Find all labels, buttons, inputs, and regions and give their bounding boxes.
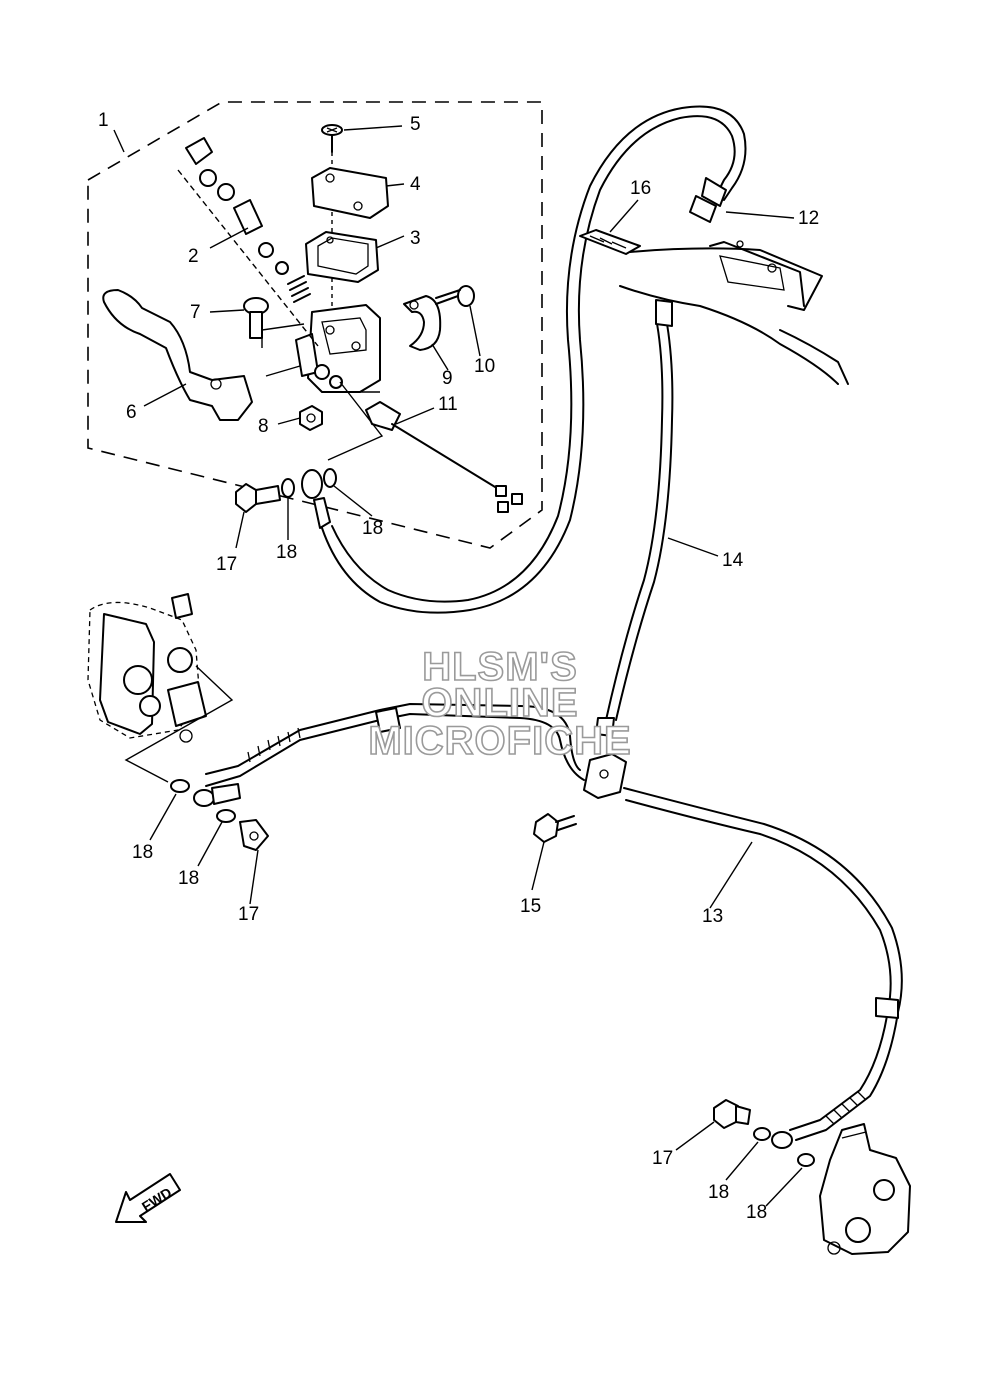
hose-left-armor: [247, 727, 301, 763]
joint-bolt: [533, 813, 577, 843]
hose-joint-12: [689, 177, 727, 223]
master-cylinder-body: [295, 304, 381, 393]
callout-8: 8: [258, 416, 269, 437]
watermark-line-3: MICROFICHE: [368, 719, 631, 763]
callout-18-right-2: 18: [746, 1202, 767, 1223]
washer-left-1: [170, 779, 190, 793]
pivot-bolt: [243, 297, 269, 339]
brake-light-switch: [348, 391, 523, 513]
lever-nut: [299, 405, 323, 431]
callout-18-left-2: 18: [178, 868, 199, 889]
callout-12: 12: [798, 208, 819, 229]
hose-14-fitting-bottom: [595, 717, 615, 737]
hose-13-armor: [825, 1091, 867, 1125]
brake-hose-14: [605, 317, 664, 721]
hose-13-ferrule: [875, 997, 899, 1019]
callout-18-left-1: 18: [132, 842, 153, 863]
frame-bracket: [619, 240, 849, 385]
hose-left-ferrule: [375, 707, 401, 733]
callout-17-left: 17: [238, 904, 259, 925]
diaphragm: [305, 231, 379, 283]
left-brake-caliper: [87, 593, 234, 783]
forward-arrow-icon: FWD: [115, 1173, 181, 1223]
callout-18-upper-2: 18: [362, 518, 383, 539]
union-bolt-right: [713, 1099, 751, 1129]
piston-kit: [177, 137, 319, 347]
callout-3: 3: [410, 228, 421, 249]
callout-18-right-1: 18: [708, 1182, 729, 1203]
callout-leaders: [113, 125, 803, 1207]
washer-upper-1: [281, 478, 295, 498]
washer-upper-2: [323, 468, 337, 488]
right-brake-caliper: [819, 1123, 911, 1255]
callout-18-upper-1: 18: [276, 542, 297, 563]
master-cylinder-group-outline: [87, 101, 543, 549]
callout-16: 16: [630, 178, 651, 199]
callout-1: 1: [98, 110, 109, 131]
washer-left-2: [216, 809, 236, 823]
hose-14-fitting-top: [655, 299, 673, 327]
callout-5: 5: [410, 114, 421, 135]
washer-right-2: [797, 1153, 815, 1167]
callout-17-right: 17: [652, 1148, 673, 1169]
callout-17-upper: 17: [216, 554, 237, 575]
brake-hose-upper: [321, 115, 736, 614]
union-bolt-left: [239, 819, 269, 851]
brake-hose-left: [205, 713, 585, 787]
clamp-holder: [403, 295, 442, 351]
callout-7: 7: [190, 302, 201, 323]
callout-9: 9: [442, 368, 453, 389]
brake-hose-13: [625, 799, 892, 1131]
watermark: HLSM'S ONLINE MICROFICHE: [368, 644, 632, 764]
callout-15: 15: [520, 896, 541, 917]
callout-14: 14: [722, 550, 744, 571]
callout-13: 13: [702, 906, 723, 927]
brake-lever: [102, 289, 253, 421]
watermark-line-2: ONLINE: [421, 681, 578, 725]
watermark-line-1: HLSM'S: [422, 645, 578, 689]
washer-right-1: [753, 1127, 771, 1141]
callout-2: 2: [188, 246, 199, 267]
callout-11: 11: [438, 394, 458, 415]
union-bolt-upper: [235, 483, 281, 513]
cap-screw: [321, 124, 343, 153]
holder-bolt: [435, 285, 475, 307]
hose-guide: [579, 229, 641, 255]
callout-10: 10: [474, 356, 495, 377]
hose-fitting-left: [193, 783, 241, 807]
brake-hose-fitting-upper: [301, 469, 331, 529]
callout-6: 6: [126, 402, 137, 423]
three-way-joint: [583, 753, 627, 799]
hose-fitting-right: [771, 1131, 793, 1149]
callout-4: 4: [410, 174, 421, 195]
reservoir-cap: [311, 167, 389, 219]
